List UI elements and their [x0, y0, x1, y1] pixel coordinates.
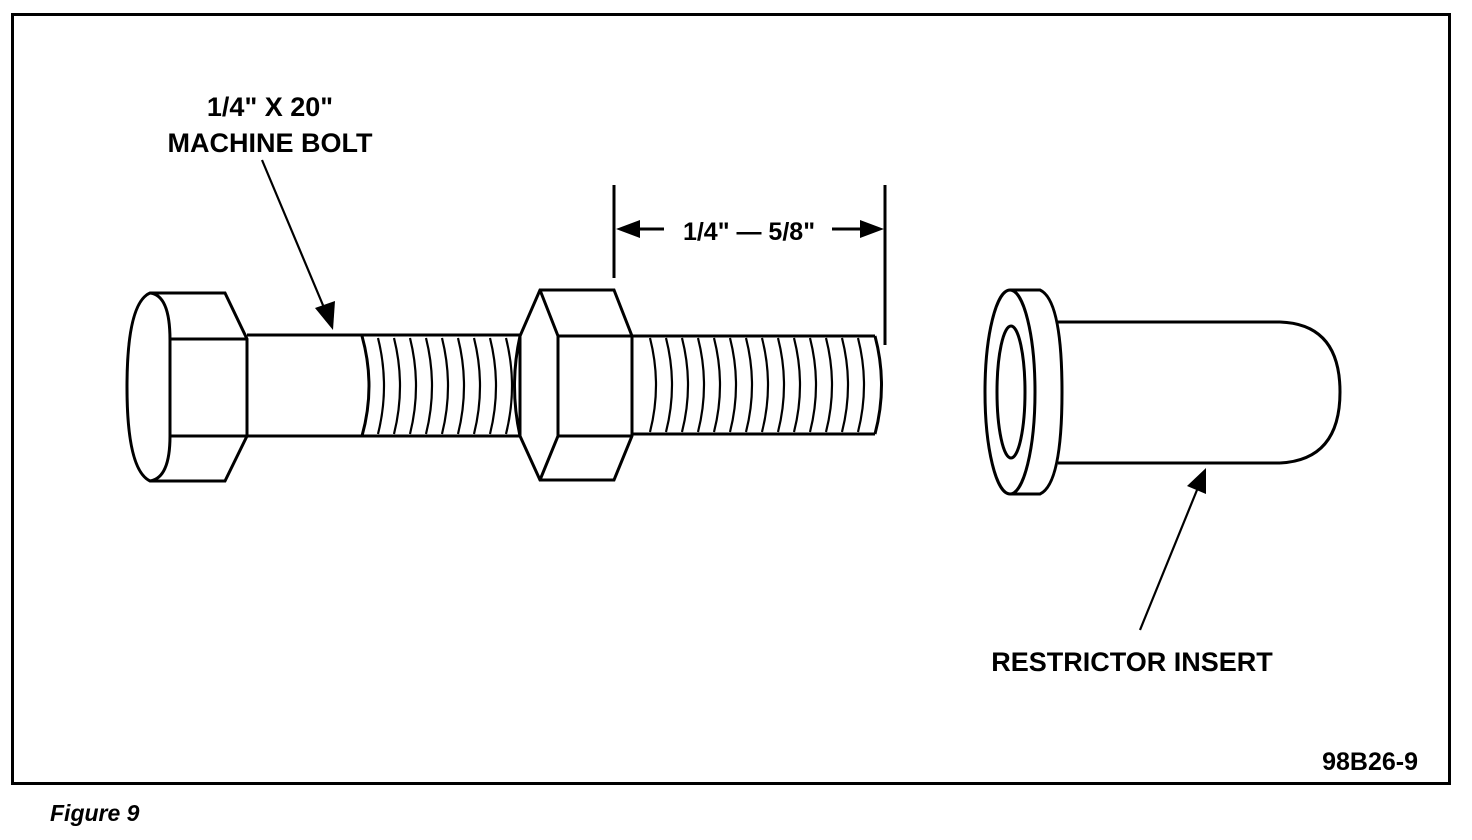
thread-crest [840, 337, 850, 433]
figure-caption: Figure 9 [50, 800, 140, 826]
thread-crest [824, 337, 834, 433]
thread-crest [392, 337, 402, 435]
thread-crest [440, 337, 450, 435]
thread-crest [712, 337, 722, 433]
thread-crest [504, 337, 514, 435]
thread-crest [408, 337, 418, 435]
thread-crest [456, 337, 466, 435]
thread-crest [728, 337, 738, 433]
bolt-label-size: 1/4" X 20" [207, 92, 333, 122]
dimension-marker [612, 185, 887, 345]
bolt-leader-arrow [260, 159, 335, 330]
thread-crest [424, 337, 434, 435]
thread-crest [488, 337, 498, 435]
insert-label: RESTRICTOR INSERT [991, 647, 1273, 677]
bolt-threaded-end [632, 334, 883, 436]
bolt-label-name: MACHINE BOLT [168, 128, 373, 158]
figure-frame [11, 13, 1451, 785]
thread-crest [696, 337, 706, 433]
thread-crest [376, 337, 386, 435]
thread-crest [664, 337, 674, 433]
thread-crest [680, 337, 690, 433]
bolt-threads-left [376, 337, 514, 435]
hex-nut [513, 288, 634, 482]
figure-code: 98B26-9 [1322, 748, 1418, 776]
thread-crest [472, 337, 482, 435]
bolt-threads-right [648, 337, 866, 433]
thread-crest [648, 337, 658, 433]
thread-crest [808, 337, 818, 433]
thread-crest [856, 337, 866, 433]
thread-crest [776, 337, 786, 433]
restrictor-insert [983, 288, 1342, 496]
dimension-label: 1/4" — 5/8" [683, 218, 815, 246]
thread-crest [760, 337, 770, 433]
insert-leader-arrow [1138, 468, 1206, 631]
bolt-shank [247, 333, 520, 438]
thread-crest [792, 337, 802, 433]
thread-crest [744, 337, 754, 433]
bolt-head [125, 291, 249, 483]
